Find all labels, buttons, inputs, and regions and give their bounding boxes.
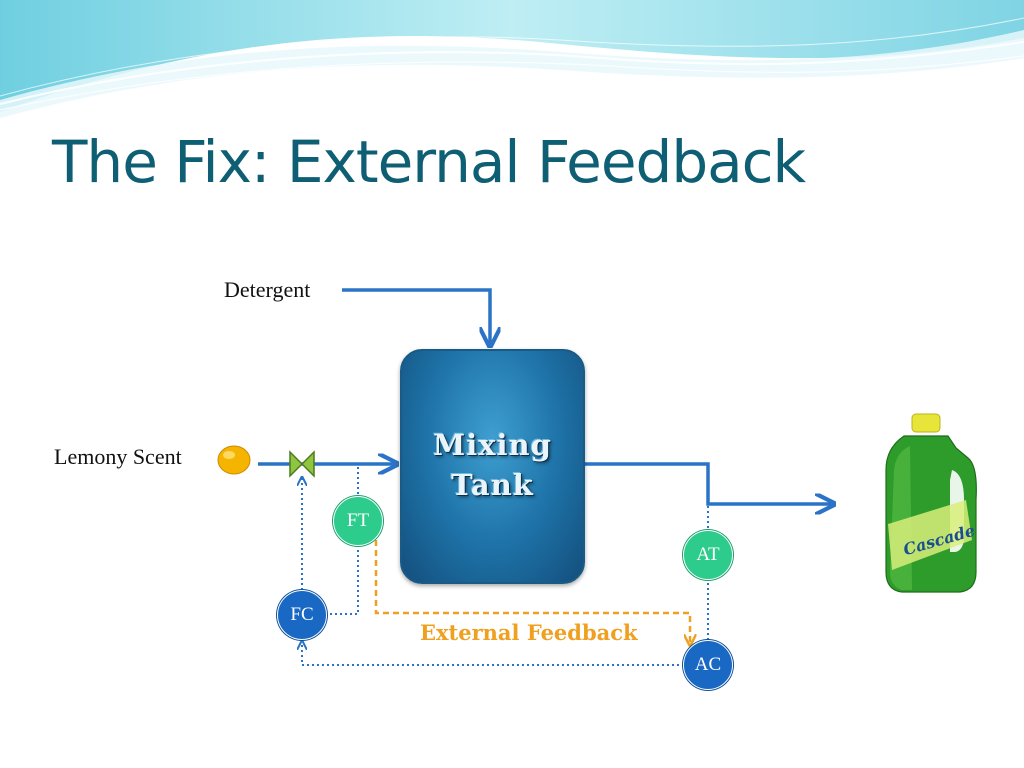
lemon-icon: [217, 445, 251, 475]
ft-to-fc-signal-line: [330, 545, 359, 615]
analyzer-controller-ac: AC: [683, 640, 733, 690]
mixing-tank-label-line2: Tank: [451, 468, 534, 502]
control-valve-icon: [289, 450, 315, 478]
external-feedback-label: External Feedback: [420, 620, 638, 645]
tank-outlet-line: [582, 462, 832, 504]
detergent-label: Detergent: [224, 277, 311, 302]
slide-title: The Fix: External Feedback: [52, 128, 806, 196]
external-feedback-line: [374, 540, 690, 644]
mixing-tank-label: Mixing Tank: [402, 425, 583, 505]
top-wave-banner: [0, 0, 1024, 118]
ac-to-fc-signal-line: [302, 642, 684, 666]
detergent-feed-line: [342, 288, 490, 344]
mixing-tank: Mixing Tank: [400, 349, 585, 584]
lemony-scent-label: Lemony Scent: [54, 444, 182, 469]
flow-controller-fc: FC: [277, 590, 327, 640]
cascade-bottle-icon: Cascade: [885, 413, 977, 593]
analyzer-transmitter-at: AT: [683, 530, 733, 580]
mixing-tank-label-line1: Mixing: [433, 428, 552, 462]
flow-transmitter-ft: FT: [333, 496, 383, 546]
